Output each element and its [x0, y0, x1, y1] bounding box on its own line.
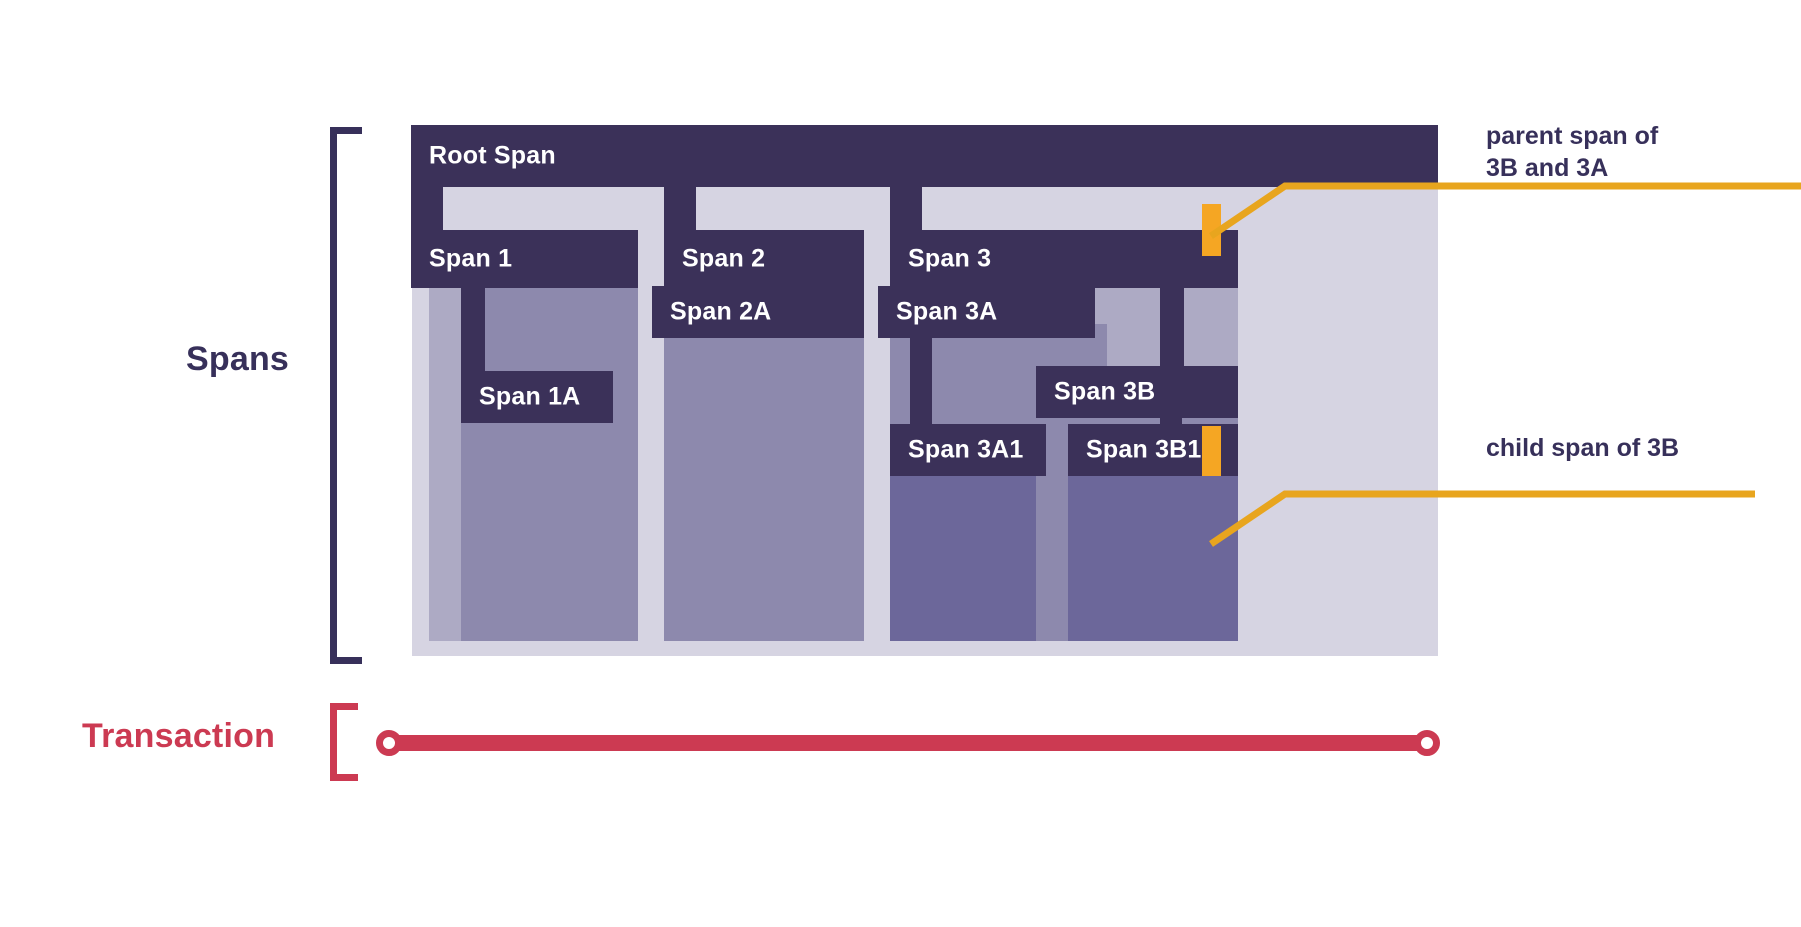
span-1a-extent: [461, 422, 613, 641]
spans-section-label: Spans: [186, 340, 290, 378]
span-label-2a: Span 2A: [670, 297, 772, 326]
callout-leader-line-parent: [1209, 182, 1801, 239]
span-tree: Root Span Span 1 Span 1A Span 2 Span 2A …: [411, 125, 1438, 658]
span-label-3a: Span 3A: [896, 297, 998, 326]
transaction-start-marker: [376, 730, 402, 756]
span-label-3a1: Span 3A1: [908, 435, 1024, 464]
stem-root-to-span-1: [411, 187, 443, 231]
span-label-2: Span 2: [682, 244, 766, 273]
transaction-section-label: Transaction: [82, 717, 276, 755]
stem-root-to-span-3: [890, 187, 922, 231]
span-label-root: Root Span: [429, 141, 556, 170]
span-3a1-extent: [890, 476, 1046, 641]
span-bar-3[interactable]: Span 3: [890, 230, 1238, 288]
span-label-1a: Span 1A: [479, 382, 581, 411]
span-2a-extent: [664, 324, 864, 641]
span-bar-2[interactable]: Span 2: [664, 230, 864, 288]
callout-leader-line-child: [1209, 490, 1755, 547]
transaction-end-marker: [1414, 730, 1440, 756]
span-bar-2a[interactable]: Span 2A: [652, 286, 864, 338]
span-label-3b1: Span 3B1: [1086, 435, 1202, 464]
span-bar-1a[interactable]: Span 1A: [461, 371, 613, 423]
span-bar-3a[interactable]: Span 3A: [878, 286, 1095, 338]
stem-span-3a-to-3a1: [910, 336, 932, 451]
span-bar-root[interactable]: Root Span: [411, 125, 1438, 187]
spans-bracket: [330, 127, 362, 664]
transaction-bar: [392, 735, 1436, 751]
span-label-1: Span 1: [429, 244, 513, 273]
span-label-3b: Span 3B: [1054, 377, 1156, 406]
highlight-marker-child-span: [1202, 426, 1221, 476]
callout-child-span-text: child span of 3B: [1486, 434, 1680, 462]
span-3b1-extent: [1068, 476, 1238, 641]
span-bar-3b[interactable]: Span 3B: [1036, 366, 1238, 418]
span-label-3: Span 3: [908, 244, 992, 273]
callout-parent-span-text: parent span of 3B and 3A: [1486, 122, 1659, 182]
span-bar-1[interactable]: Span 1: [411, 230, 638, 288]
highlight-marker-parent-span: [1202, 204, 1221, 256]
span-bar-3a1[interactable]: Span 3A1: [890, 424, 1046, 476]
stem-root-to-span-2: [664, 187, 696, 231]
transaction-bracket: [330, 703, 358, 781]
